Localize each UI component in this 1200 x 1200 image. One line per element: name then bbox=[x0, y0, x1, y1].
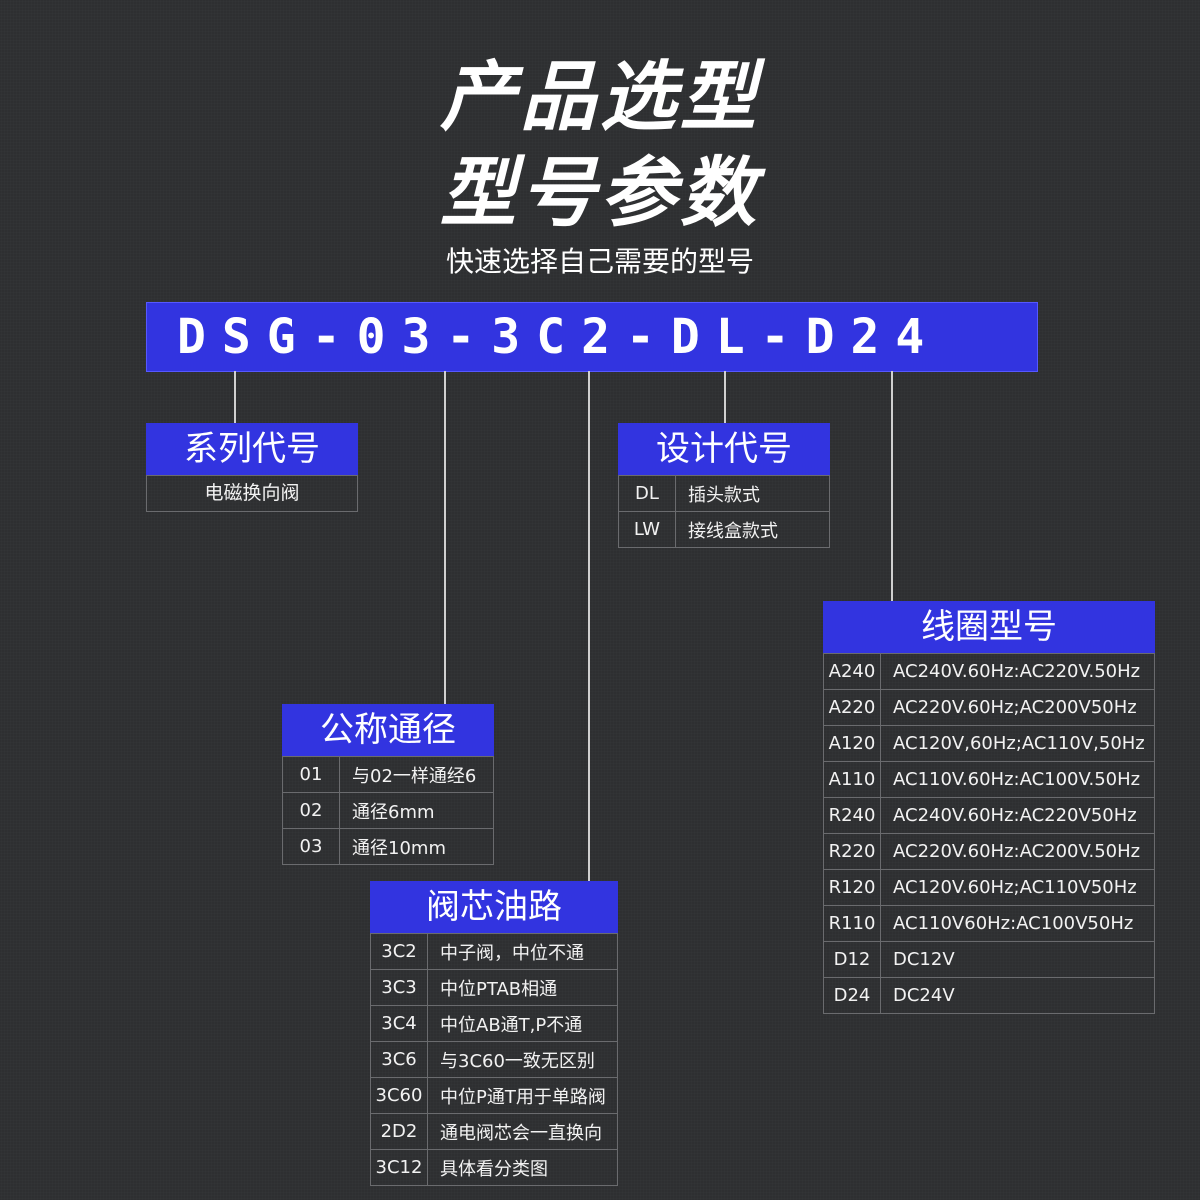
row-desc: 具体看分类图 bbox=[427, 1149, 618, 1186]
row-desc: 通电阀芯会一直换向 bbox=[427, 1113, 618, 1150]
row-desc: AC240V.60Hz:AC220V.50Hz bbox=[880, 653, 1155, 690]
row-code: A120 bbox=[823, 725, 881, 762]
series-panel: 系列代号 电磁换向阀 bbox=[146, 423, 358, 512]
page-subtitle: 快速选择自己需要的型号 bbox=[445, 245, 754, 278]
table-row: 3C60 中位P通T用于单路阀 bbox=[370, 1077, 618, 1114]
table-row: 3C12 具体看分类图 bbox=[370, 1149, 618, 1186]
table-row: R120 AC120V.60Hz;AC110V50Hz bbox=[823, 869, 1155, 906]
row-code: A110 bbox=[823, 761, 881, 798]
design-header: 设计代号 bbox=[618, 423, 830, 475]
table-row: 3C3 中位PTAB相通 bbox=[370, 969, 618, 1006]
row-code: LW bbox=[618, 511, 676, 548]
row-desc: AC240V.60Hz:AC220V50Hz bbox=[880, 797, 1155, 834]
row-code: DL bbox=[618, 475, 676, 512]
nominal-panel: 公称通径 01 与02一样通经6 02 通径6mm 03 通径10mm bbox=[282, 704, 494, 865]
table-row: A120 AC120V,60Hz;AC110V,50Hz bbox=[823, 725, 1155, 762]
row-desc: AC110V60Hz:AC100V50Hz bbox=[880, 905, 1155, 942]
row-desc: 中位PTAB相通 bbox=[427, 969, 618, 1006]
row-code: D12 bbox=[823, 941, 881, 978]
spool-header: 阀芯油路 bbox=[370, 881, 618, 933]
row-code: R110 bbox=[823, 905, 881, 942]
page-title: 产品选型 bbox=[440, 52, 760, 141]
row-desc: AC220V.60Hz:AC200V.50Hz bbox=[880, 833, 1155, 870]
connector-spool bbox=[588, 371, 590, 881]
connector-nominal bbox=[444, 371, 446, 704]
row-desc: AC120V,60Hz;AC110V,50Hz bbox=[880, 725, 1155, 762]
row-code: R240 bbox=[823, 797, 881, 834]
row-code: R220 bbox=[823, 833, 881, 870]
table-row: A240 AC240V.60Hz:AC220V.50Hz bbox=[823, 653, 1155, 690]
row-code: 02 bbox=[282, 792, 340, 829]
row-desc: 插头款式 bbox=[675, 475, 830, 512]
coil-header: 线圈型号 bbox=[823, 601, 1155, 653]
spool-table: 3C2 中子阀，中位不通 3C3 中位PTAB相通 3C4 中位AB通T,P不通… bbox=[370, 933, 618, 1186]
row-desc: DC12V bbox=[880, 941, 1155, 978]
series-value: 电磁换向阀 bbox=[146, 475, 358, 512]
row-desc: 中位AB通T,P不通 bbox=[427, 1005, 618, 1042]
row-desc: 中位P通T用于单路阀 bbox=[427, 1077, 618, 1114]
table-row: 3C6 与3C60一致无区别 bbox=[370, 1041, 618, 1078]
table-row: D24 DC24V bbox=[823, 977, 1155, 1014]
row-code: 3C4 bbox=[370, 1005, 428, 1042]
table-row: R240 AC240V.60Hz:AC220V50Hz bbox=[823, 797, 1155, 834]
connector-design bbox=[724, 371, 726, 423]
row-code: 2D2 bbox=[370, 1113, 428, 1150]
table-row: 3C4 中位AB通T,P不通 bbox=[370, 1005, 618, 1042]
row-desc: AC220V.60Hz;AC200V50Hz bbox=[880, 689, 1155, 726]
model-code: DSG-03-3C2-DL-D24 bbox=[177, 309, 941, 365]
table-row: D12 DC12V bbox=[823, 941, 1155, 978]
row-code: 03 bbox=[282, 828, 340, 865]
row-desc: 与3C60一致无区别 bbox=[427, 1041, 618, 1078]
row-code: 01 bbox=[282, 756, 340, 793]
design-panel: 设计代号 DL 插头款式 LW 接线盒款式 bbox=[618, 423, 830, 548]
table-row: LW 接线盒款式 bbox=[618, 511, 830, 548]
table-row: 03 通径10mm bbox=[282, 828, 494, 865]
row-code: R120 bbox=[823, 869, 881, 906]
series-header: 系列代号 bbox=[146, 423, 358, 475]
coil-table: A240 AC240V.60Hz:AC220V.50Hz A220 AC220V… bbox=[823, 653, 1155, 1014]
row-desc: 与02一样通经6 bbox=[339, 756, 494, 793]
table-row: 2D2 通电阀芯会一直换向 bbox=[370, 1113, 618, 1150]
table-row: DL 插头款式 bbox=[618, 475, 830, 512]
row-desc: AC110V.60Hz:AC100V.50Hz bbox=[880, 761, 1155, 798]
table-row: R220 AC220V.60Hz:AC200V.50Hz bbox=[823, 833, 1155, 870]
row-code: 3C12 bbox=[370, 1149, 428, 1186]
row-desc: DC24V bbox=[880, 977, 1155, 1014]
row-code: 3C6 bbox=[370, 1041, 428, 1078]
table-row: A220 AC220V.60Hz;AC200V50Hz bbox=[823, 689, 1155, 726]
table-row: 01 与02一样通经6 bbox=[282, 756, 494, 793]
row-code: A220 bbox=[823, 689, 881, 726]
row-code: 3C2 bbox=[370, 933, 428, 970]
row-code: 3C60 bbox=[370, 1077, 428, 1114]
table-row: 02 通径6mm bbox=[282, 792, 494, 829]
table-row: 3C2 中子阀，中位不通 bbox=[370, 933, 618, 970]
table-row: R110 AC110V60Hz:AC100V50Hz bbox=[823, 905, 1155, 942]
table-row: A110 AC110V.60Hz:AC100V.50Hz bbox=[823, 761, 1155, 798]
nominal-table: 01 与02一样通经6 02 通径6mm 03 通径10mm bbox=[282, 756, 494, 865]
coil-panel: 线圈型号 A240 AC240V.60Hz:AC220V.50Hz A220 A… bbox=[823, 601, 1155, 1014]
row-code: 3C3 bbox=[370, 969, 428, 1006]
connector-series bbox=[234, 371, 236, 423]
row-desc: 中子阀，中位不通 bbox=[427, 933, 618, 970]
design-table: DL 插头款式 LW 接线盒款式 bbox=[618, 475, 830, 548]
spool-panel: 阀芯油路 3C2 中子阀，中位不通 3C3 中位PTAB相通 3C4 中位AB通… bbox=[370, 881, 618, 1186]
nominal-header: 公称通径 bbox=[282, 704, 494, 756]
page-title-secondary: 型号参数 bbox=[440, 148, 760, 237]
row-code: D24 bbox=[823, 977, 881, 1014]
row-desc: 通径6mm bbox=[339, 792, 494, 829]
row-desc: 通径10mm bbox=[339, 828, 494, 865]
row-desc: 接线盒款式 bbox=[675, 511, 830, 548]
row-code: A240 bbox=[823, 653, 881, 690]
row-desc: AC120V.60Hz;AC110V50Hz bbox=[880, 869, 1155, 906]
model-code-bar: DSG-03-3C2-DL-D24 bbox=[146, 302, 1038, 372]
connector-coil bbox=[891, 371, 893, 601]
